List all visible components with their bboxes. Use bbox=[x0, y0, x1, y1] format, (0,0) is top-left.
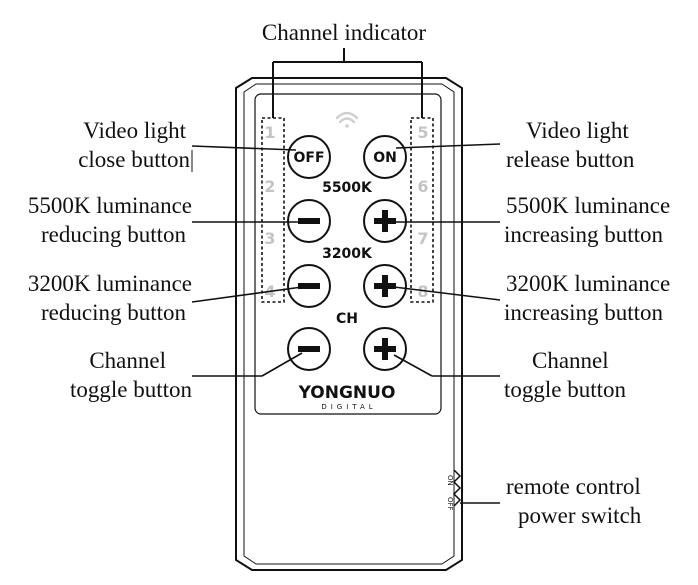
plus-icon bbox=[374, 338, 396, 360]
callout-right-4-line2: toggle button bbox=[504, 377, 627, 402]
channel-number-7: 7 bbox=[417, 229, 428, 248]
callout-right-1-line1: Video light bbox=[526, 118, 629, 143]
leader-right-1 bbox=[395, 143, 501, 149]
callout-right-1-line2: release button bbox=[506, 147, 635, 172]
leader-right-4 bbox=[393, 354, 433, 377]
callout-power-line2: power switch bbox=[518, 503, 642, 528]
on-button-label: ON bbox=[373, 150, 397, 166]
plus-icon bbox=[374, 275, 396, 297]
brand-subtitle: DIGITAL bbox=[321, 403, 376, 411]
channel-minus-button[interactable] bbox=[287, 327, 331, 371]
label-3200k: 3200K bbox=[322, 246, 373, 262]
plus-icon bbox=[374, 210, 396, 232]
label-ch: CH bbox=[336, 311, 358, 327]
channel-number-6: 6 bbox=[417, 177, 428, 196]
channel-number-3: 3 bbox=[264, 229, 275, 248]
callout-channel-indicator: Channel indicator bbox=[262, 20, 426, 45]
callout-power-line1: remote control bbox=[506, 474, 641, 499]
callout-left-1-line1: Video light bbox=[83, 118, 186, 143]
channel-number-2: 2 bbox=[264, 177, 275, 196]
callout-right-2-line1: 5500K luminance bbox=[506, 193, 670, 218]
on-button[interactable]: ON bbox=[363, 135, 407, 179]
callout-left-1-line2: close button bbox=[78, 147, 190, 172]
wireless-signal-icon bbox=[335, 111, 359, 128]
plus-5500k-button[interactable] bbox=[363, 199, 407, 243]
callout-right-2-line2: increasing button bbox=[504, 222, 664, 247]
power-switch[interactable]: ON OFF bbox=[446, 469, 462, 511]
callout-left-4-line2: toggle button bbox=[70, 377, 193, 402]
callout-left-3-line1: 3200K luminance bbox=[28, 271, 192, 296]
minus-3200k-button[interactable] bbox=[287, 264, 331, 308]
off-button[interactable]: OFF bbox=[287, 135, 331, 179]
channel-number-8: 8 bbox=[417, 282, 428, 301]
callout-right-4-line1: Channel bbox=[532, 348, 609, 373]
label-5500k: 5500K bbox=[322, 180, 373, 196]
callout-left-2-line2: reducing button bbox=[41, 222, 186, 247]
callout-left-3-line2: reducing button bbox=[41, 300, 186, 325]
switch-off-label: OFF bbox=[446, 497, 454, 511]
leader-left-3 bbox=[191, 286, 303, 303]
channel-number-1: 1 bbox=[264, 123, 275, 142]
minus-icon bbox=[298, 283, 320, 289]
callout-left-2-line1: 5500K luminance bbox=[28, 193, 192, 218]
channel-plus-button[interactable] bbox=[363, 327, 407, 371]
leader-left-1 bbox=[191, 145, 297, 151]
leader-right-3 bbox=[393, 286, 501, 301]
callout-left-4-line1: Channel bbox=[89, 348, 166, 373]
callout-right-3-line1: 3200K luminance bbox=[506, 271, 670, 296]
callout-right-3-line2: increasing button bbox=[504, 300, 664, 325]
channel-number-5: 5 bbox=[417, 123, 428, 142]
switch-on-label: ON bbox=[446, 475, 454, 486]
off-button-label: OFF bbox=[293, 150, 324, 166]
plus-3200k-button[interactable] bbox=[363, 264, 407, 308]
minus-5500k-button[interactable] bbox=[287, 199, 331, 243]
minus-icon bbox=[298, 218, 320, 224]
brand-logo: YONGNUO bbox=[298, 383, 396, 403]
channel-indicator-bracket bbox=[272, 48, 423, 118]
minus-icon bbox=[298, 346, 320, 352]
